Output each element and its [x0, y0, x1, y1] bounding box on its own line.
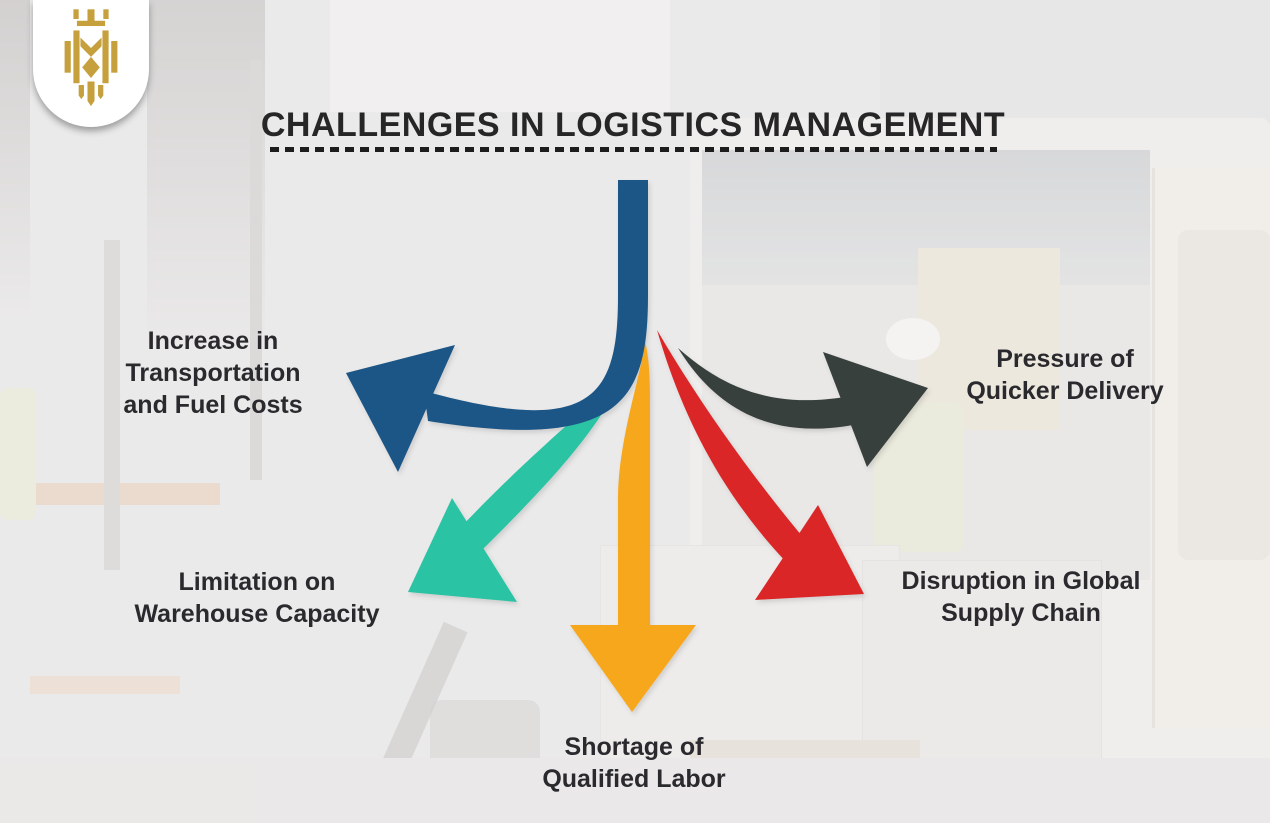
photo-box-stack-right — [862, 560, 1102, 770]
arrow-shaft-down-right — [657, 330, 807, 568]
photo-far-left-worker — [0, 388, 36, 520]
photo-rack-beam-upper — [30, 483, 220, 505]
photo-rack-beam-lower — [30, 676, 180, 694]
challenge-label-quicker-delivery: Pressure of Quicker Delivery — [966, 345, 1164, 405]
photo-left-edge-shadow — [0, 0, 30, 320]
challenge-label-qualified-labor: Shortage of Qualified Labor — [542, 733, 726, 793]
arrow-quicker-delivery — [678, 348, 928, 467]
gold-lion-crest-icon — [64, 9, 118, 107]
arrowhead-up-left — [346, 345, 455, 472]
photo-rack-post-mid — [250, 60, 262, 480]
arrow-global-supply-chain — [657, 330, 864, 600]
arrow-shaft-right — [678, 348, 853, 429]
photo-worker-hat — [886, 318, 940, 360]
challenge-label-global-supply-chain: Disruption in Global Supply Chain — [901, 567, 1141, 627]
arrow-shaft-down — [618, 342, 650, 628]
photo-boxes-in-van — [918, 248, 1060, 430]
arrow-transportation-fuel-costs — [346, 180, 648, 472]
page-title: CHALLENGES IN LOGISTICS MANAGEMENT — [260, 106, 1006, 144]
arrowhead-up-right — [823, 352, 928, 467]
arrow-shaft-left — [424, 180, 648, 430]
photo-floor — [0, 758, 1270, 823]
arrowhead-down — [570, 625, 696, 712]
title-dashed-underline — [270, 147, 997, 152]
brand-logo — [33, 0, 149, 127]
photo-dark-column — [147, 0, 265, 355]
arrowhead-down-right — [755, 505, 864, 600]
photo-bright-wall — [330, 0, 670, 112]
challenge-label-transportation-fuel-costs: Increase in Transportation and Fuel Cost… — [123, 327, 303, 419]
photo-rack-post-left — [104, 240, 120, 570]
arrow-shortage-qualified-labor — [570, 342, 696, 712]
arrowhead-down-left — [408, 498, 517, 602]
photo-van-door-panel — [1178, 230, 1270, 560]
challenge-label-warehouse-capacity: Limitation on Warehouse Capacity — [134, 568, 380, 628]
